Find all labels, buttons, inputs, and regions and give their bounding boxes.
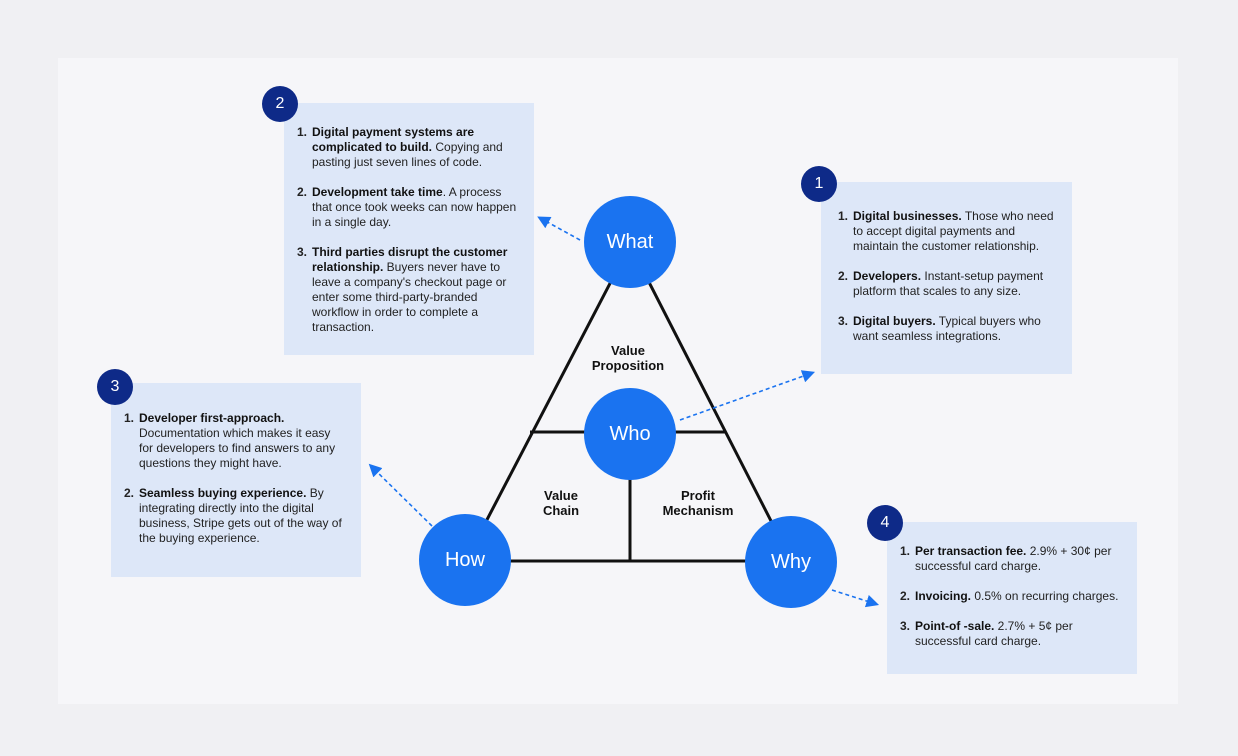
triangle-right-edge xyxy=(628,244,794,563)
label-value-proposition: Value Proposition xyxy=(591,343,665,373)
badge-2: 2 xyxy=(262,86,298,122)
list-item: 3.Digital buyers. Typical buyers who wan… xyxy=(838,314,1041,343)
badge-3: 3 xyxy=(97,369,133,405)
list-item: 2.Development take time. A process that … xyxy=(297,185,517,229)
node-what: What xyxy=(584,196,676,288)
list-item: 3.Third parties disrupt the customer rel… xyxy=(297,245,508,334)
list-item: 2.Developers. Instant-setup payment plat… xyxy=(838,269,1044,298)
arrow-who-to-panel-1 xyxy=(679,370,816,421)
panel-2-list: 1.Digital payment systems are complicate… xyxy=(290,125,524,335)
arrow-how-to-panel-3 xyxy=(368,463,433,527)
badge-1: 1 xyxy=(801,166,837,202)
node-why: Why xyxy=(745,516,837,608)
arrow-what-to-panel-2 xyxy=(537,216,581,241)
panel-2: 1.Digital payment systems are complicate… xyxy=(284,103,534,355)
badge-4: 4 xyxy=(867,505,903,541)
list-item: 1.Developer first-approach. Documentatio… xyxy=(124,411,336,470)
list-item: 1.Digital payment systems are complicate… xyxy=(297,125,503,169)
panel-4: 1.Per transaction fee. 2.9% + 30¢ per su… xyxy=(887,522,1137,674)
node-how: How xyxy=(419,514,511,606)
panel-1: 1.Digital businesses. Those who need to … xyxy=(821,182,1072,374)
arrow-why-to-panel-4 xyxy=(831,589,880,608)
list-item: 1.Digital businesses. Those who need to … xyxy=(838,209,1054,253)
list-item: 3.Point-of -sale. 2.7% + 5¢ per successf… xyxy=(900,619,1073,648)
panel-4-list: 1.Per transaction fee. 2.9% + 30¢ per su… xyxy=(893,544,1127,649)
panel-3-list: 1.Developer first-approach. Documentatio… xyxy=(117,411,343,546)
list-item: 1.Per transaction fee. 2.9% + 30¢ per su… xyxy=(900,544,1112,573)
panel-1-list: 1.Digital businesses. Those who need to … xyxy=(831,209,1062,344)
triangle-left-edge xyxy=(464,244,632,561)
list-item: 2.Invoicing. 0.5% on recurring charges. xyxy=(900,589,1119,603)
label-value-chain: Value Chain xyxy=(542,488,580,518)
label-profit-mechanism: Profit Mechanism xyxy=(662,488,734,518)
node-who: Who xyxy=(584,388,676,480)
list-item: 2.Seamless buying experience. By integra… xyxy=(124,486,342,545)
panel-3: 1.Developer first-approach. Documentatio… xyxy=(111,383,361,577)
